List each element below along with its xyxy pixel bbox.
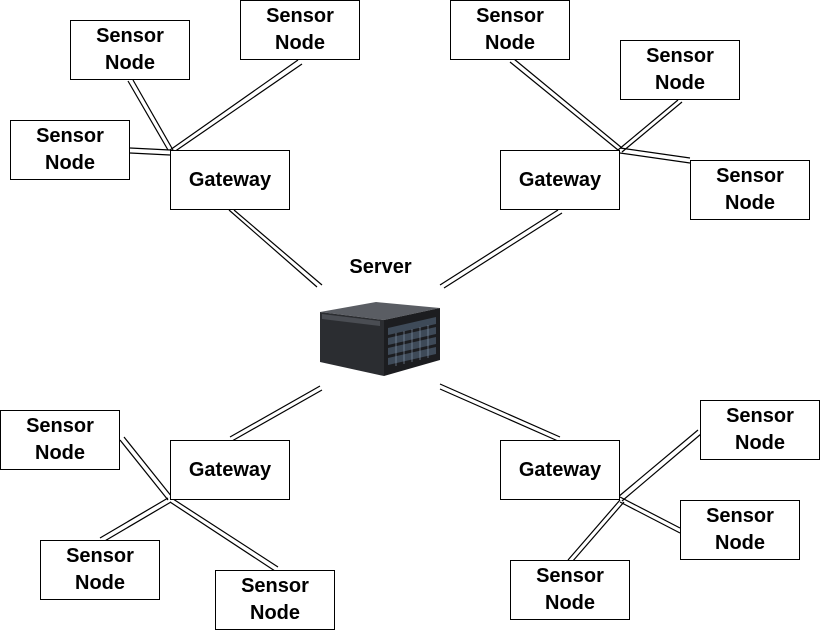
sensor-node-tr-3: Sensor Node: [690, 160, 810, 220]
gateway-tr: Gateway: [500, 150, 620, 210]
sensor-node-label: Node: [725, 192, 775, 214]
link-br-gateway-to-server: [439, 383, 561, 442]
sensor-node-label: Sensor: [536, 565, 604, 587]
link-tr-sensor-middle-to-gateway: [617, 99, 683, 153]
sensor-node-br-2: Sensor Node: [680, 500, 800, 560]
sensor-node-label: Node: [655, 72, 705, 94]
sensor-node-tl-1: Sensor Node: [70, 20, 190, 80]
rack-server-icon: [320, 302, 440, 376]
sensor-node-tr-2: Sensor Node: [620, 40, 740, 100]
gateway-bl: Gateway: [170, 440, 290, 500]
sensor-node-label: Node: [35, 442, 85, 464]
gateway-br: Gateway: [500, 440, 620, 500]
link-bl-gateway-to-server: [229, 385, 323, 442]
gateway-label: Gateway: [188, 168, 272, 191]
link-br-sensor-bottom-to-gateway: [567, 499, 625, 563]
sensor-node-label: Sensor: [66, 545, 134, 567]
sensor-node-tr-1: Sensor Node: [450, 0, 570, 60]
gateway-label: Gateway: [188, 458, 272, 481]
link-tl-sensor-left-to-gateway: [129, 147, 171, 156]
sensor-node-label: Node: [715, 532, 765, 554]
link-tl-sensor-upper-right-to-gateway: [169, 59, 303, 153]
sensor-node-label: Node: [275, 32, 325, 54]
sensor-node-label: Node: [45, 152, 95, 174]
sensor-node-bl-2: Sensor Node: [40, 540, 160, 600]
sensor-node-label: Node: [105, 52, 155, 74]
sensor-node-label: Sensor: [241, 575, 309, 597]
link-bl-sensor-bottom-left-to-gateway: [99, 497, 172, 543]
sensor-node-label: Sensor: [706, 505, 774, 527]
sensor-node-label: Sensor: [266, 5, 334, 27]
link-tl-sensor-top-to-gateway: [127, 79, 174, 151]
sensor-node-tl-3: Sensor Node: [10, 120, 130, 180]
link-br-sensor-top-to-gateway: [617, 429, 702, 502]
sensor-node-br-1: Sensor Node: [700, 400, 820, 460]
sensor-node-label: Sensor: [716, 165, 784, 187]
sensor-node-bl-3: Sensor Node: [215, 570, 335, 630]
sensor-node-label: Sensor: [476, 5, 544, 27]
sensor-node-label: Node: [485, 32, 535, 54]
link-tr-sensor-top-to-gateway: [509, 58, 623, 151]
gateway-label: Gateway: [518, 458, 602, 481]
sensor-node-label: Sensor: [26, 415, 94, 437]
link-bl-sensor-bottom-right-to-gateway: [169, 496, 279, 572]
sensor-node-tl-2: Sensor Node: [240, 0, 360, 60]
sensor-node-label: Node: [250, 602, 300, 624]
server-label: Server: [349, 256, 412, 278]
sensor-node-label: Node: [545, 592, 595, 614]
link-tl-gateway-to-server: [228, 209, 323, 288]
sensor-node-label: Node: [75, 572, 125, 594]
sensor-node-label: Sensor: [36, 125, 104, 147]
gateway-label: Gateway: [518, 168, 602, 191]
link-bl-sensor-top-to-gateway: [119, 436, 173, 501]
sensor-node-br-3: Sensor Node: [510, 560, 630, 620]
link-br-sensor-middle-to-gateway: [619, 496, 681, 534]
sensor-node-label: Sensor: [96, 25, 164, 47]
link-tr-gateway-to-server: [439, 209, 563, 289]
sensor-node-label: Sensor: [726, 405, 794, 427]
sensor-node-label: Sensor: [646, 45, 714, 67]
sensor-node-label: Node: [735, 432, 785, 454]
link-tr-sensor-right-to-gateway: [619, 147, 691, 164]
gateway-tl: Gateway: [170, 150, 290, 210]
sensor-node-bl-1: Sensor Node: [0, 410, 120, 470]
